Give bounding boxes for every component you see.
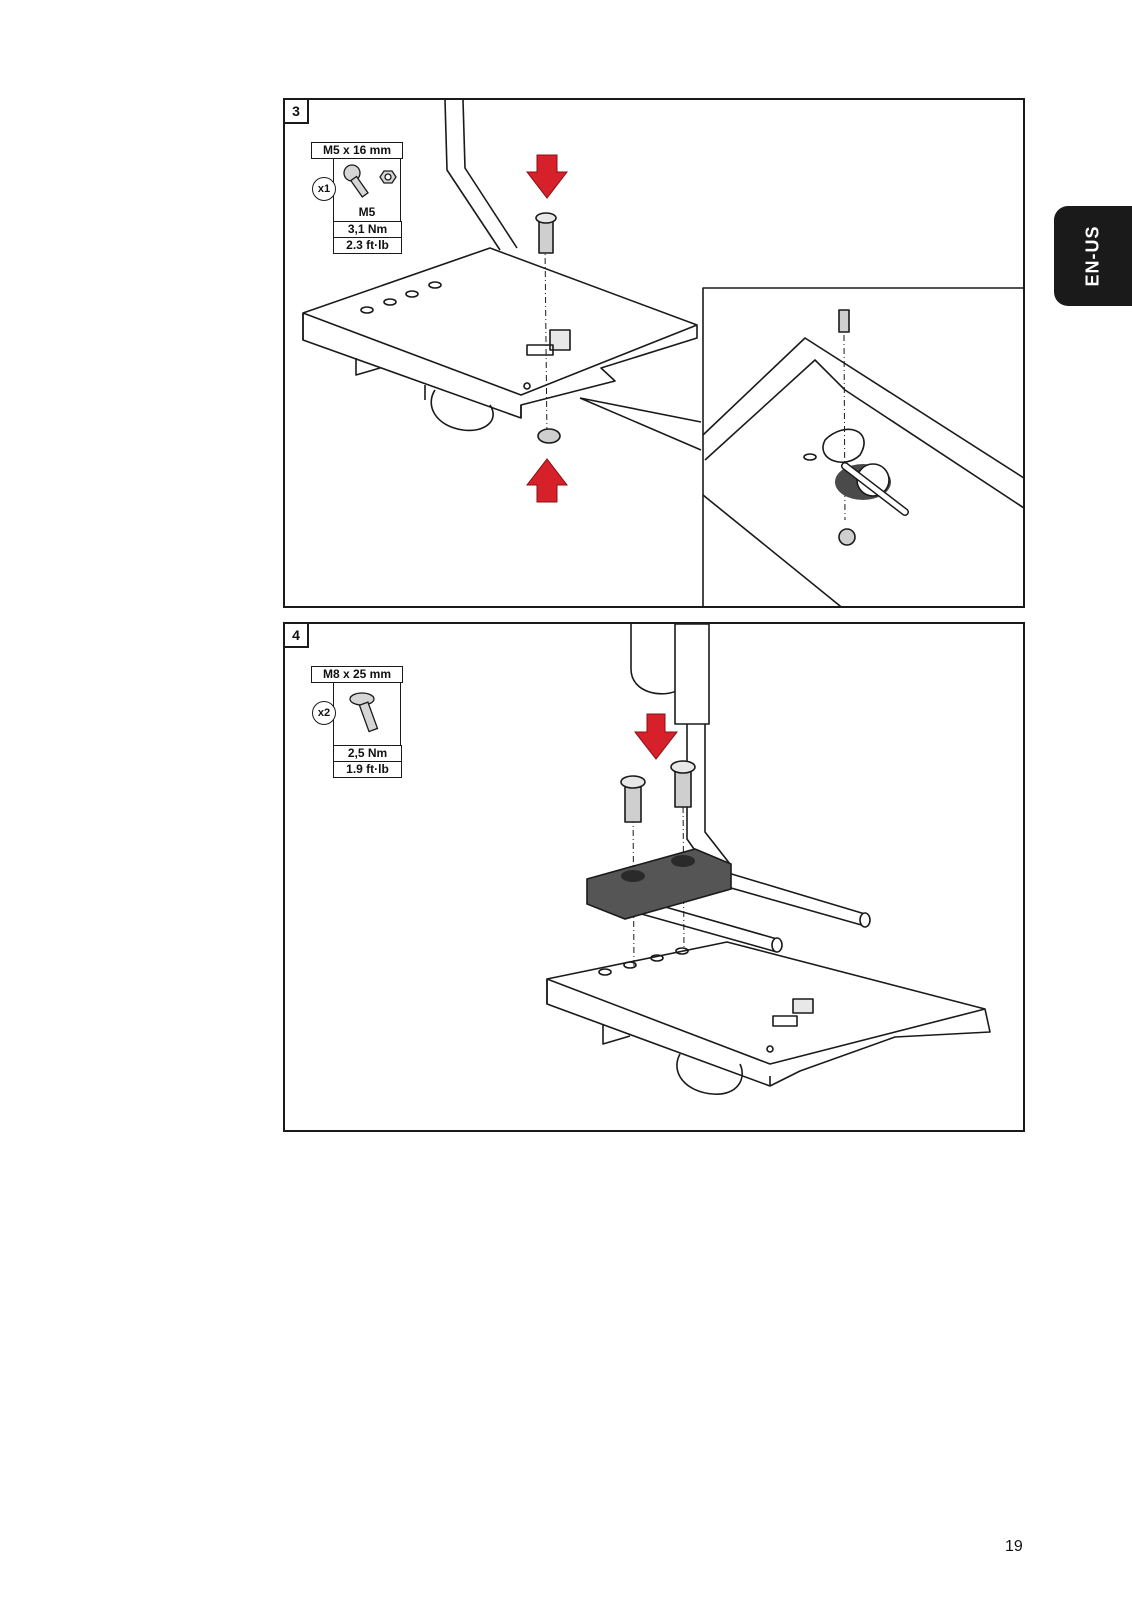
step-4-illustration bbox=[546, 624, 991, 1095]
plate-hole bbox=[675, 947, 689, 955]
down-arrow-red bbox=[525, 154, 569, 199]
rod-rear bbox=[714, 868, 866, 927]
screw-icon bbox=[349, 692, 379, 733]
step-3-panel: 3 M5 x 16 mm x1 M5 3,1 Nm 2.3 ft·lb bbox=[283, 98, 1025, 608]
spec-parts: x2 bbox=[312, 683, 401, 745]
plate-hole bbox=[623, 961, 637, 969]
clamp-block bbox=[586, 848, 732, 920]
handle-column bbox=[674, 624, 710, 725]
detail-grommet bbox=[835, 462, 909, 516]
detail-nut bbox=[838, 528, 856, 546]
base-plate bbox=[546, 941, 991, 1087]
up-arrow-red bbox=[525, 458, 569, 503]
wheel bbox=[676, 1053, 743, 1095]
quantity-badge: x2 bbox=[312, 701, 336, 725]
page-number: 19 bbox=[1005, 1538, 1023, 1555]
language-tab: EN-US bbox=[1054, 206, 1132, 306]
m8-screw-right bbox=[674, 768, 692, 808]
step-number: 4 bbox=[285, 624, 309, 648]
screw-size-label: M8 x 25 mm bbox=[311, 666, 403, 683]
screw-size-label: M5 x 16 mm bbox=[311, 142, 403, 159]
torque-nm: 3,1 Nm bbox=[333, 221, 402, 238]
handle-tube bbox=[444, 100, 518, 251]
plate-hole bbox=[405, 290, 419, 298]
torque-ftlb: 1.9 ft·lb bbox=[333, 762, 402, 778]
connector-block bbox=[549, 329, 571, 351]
step-4-panel: 4 M8 x 25 mm x2 2,5 Nm 1.9 ft·lb bbox=[283, 622, 1025, 1132]
connector-block bbox=[792, 998, 814, 1014]
handle-loop bbox=[630, 624, 681, 695]
cable-clip bbox=[772, 1015, 798, 1027]
step-3-illustration bbox=[302, 100, 1023, 606]
quantity-badge: x1 bbox=[312, 177, 336, 201]
detail-screw bbox=[838, 309, 850, 333]
plate-hole bbox=[383, 298, 397, 306]
torque-ftlb: 2.3 ft·lb bbox=[333, 238, 402, 254]
base-plate bbox=[302, 247, 698, 419]
torque-values: 3,1 Nm 2.3 ft·lb bbox=[333, 221, 402, 254]
fastener-spec: M8 x 25 mm x2 2,5 Nm 1.9 ft·lb bbox=[311, 666, 403, 778]
step-number: 3 bbox=[285, 100, 309, 124]
plate-hole bbox=[598, 968, 612, 976]
fastener-spec: M5 x 16 mm x1 M5 3,1 Nm 2.3 ft·lb bbox=[311, 142, 403, 254]
m8-screw-left bbox=[624, 783, 642, 823]
nut-size-label: M5 bbox=[358, 205, 376, 219]
torque-nm: 2,5 Nm bbox=[333, 745, 402, 762]
screw-nut-icon bbox=[343, 164, 397, 198]
cable-clip bbox=[526, 344, 554, 356]
spec-parts: x1 M5 bbox=[312, 159, 401, 221]
down-arrow-red bbox=[633, 713, 679, 760]
language-tab-label: EN-US bbox=[1082, 225, 1103, 287]
m5-nut bbox=[537, 428, 561, 444]
plate-hole bbox=[360, 306, 374, 314]
plate-hole bbox=[650, 954, 664, 962]
plate-hole bbox=[428, 281, 442, 289]
detail-clip bbox=[822, 428, 865, 464]
torque-values: 2,5 Nm 1.9 ft·lb bbox=[333, 745, 402, 778]
wheel bbox=[430, 389, 494, 432]
